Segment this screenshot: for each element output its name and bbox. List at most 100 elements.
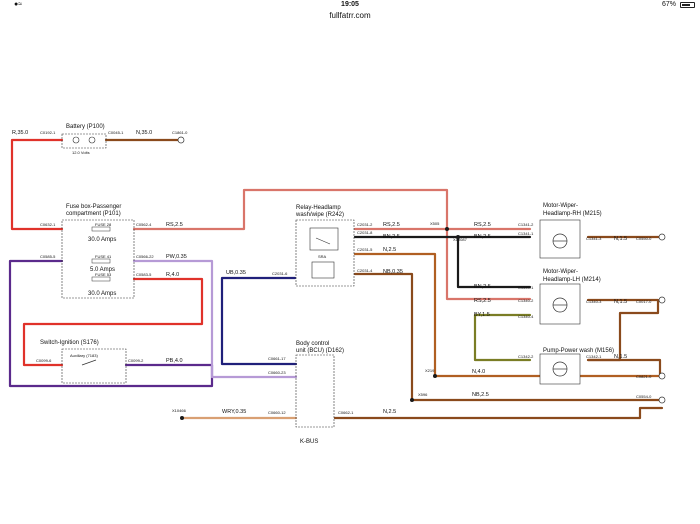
svg-text:Pump-Power wash (M156): Pump-Power wash (M156) [543,348,614,354]
pump-component: Pump-Power wash (M156) C1342-2 C1342-1 [518,348,614,385]
svg-text:C0562-4: C0562-4 [136,222,152,227]
svg-text:C1861-0: C1861-0 [172,130,188,135]
svg-text:R,35.0: R,35.0 [12,130,28,136]
svg-text:C0660-23: C0660-23 [268,370,286,375]
ground-symbol-c1861 [177,136,185,144]
svg-text:Headlamp-RH (M215): Headlamp-RH (M215) [543,211,602,217]
svg-text:C0099-6: C0099-6 [36,358,52,363]
svg-text:N,1.5: N,1.5 [614,299,627,305]
svg-text:BY,1.5: BY,1.5 [474,312,490,318]
status-time: 19:05 [341,1,359,8]
battery-component: Battery (P100) 12.0 Volts C0192-1 C0045-… [40,124,124,155]
svg-text:X10466: X10466 [172,408,187,413]
svg-text:PB,4.0: PB,4.0 [166,358,183,364]
ground-symbol-c0017 [658,296,666,304]
svg-text:12.0 Volts: 12.0 Volts [72,150,90,155]
svg-text:FUSE 28: FUSE 28 [95,222,112,227]
svg-text:C1342-2: C1342-2 [518,354,534,359]
wire-rs25-main [132,188,532,301]
url-text[interactable]: fullfatrr.com [329,11,371,20]
svg-text:C0554-0: C0554-0 [636,394,652,399]
wifi-icon: ●≈ [14,1,23,8]
svg-text:C0821-0: C0821-0 [636,374,652,379]
wire-n15-pump [586,358,662,378]
bcu-component: Body control unit (BCU) (D162) C0661-17 … [268,341,354,445]
svg-text:wash/wipe (R242): wash/wipe (R242) [295,212,344,218]
ground-symbol-c0550 [658,233,666,241]
wire-pw035 [132,259,298,379]
svg-text:R,4.0: R,4.0 [166,272,179,278]
ground-symbol-c0821 [658,372,666,380]
svg-text:30.0 Amps: 30.0 Amps [88,237,116,243]
svg-text:X219: X219 [425,368,435,373]
svg-text:X505: X505 [430,221,440,226]
svg-text:WRY,0.35: WRY,0.35 [222,409,246,415]
svg-text:BN,2.5: BN,2.5 [474,284,491,290]
svg-text:C1341-3: C1341-3 [586,236,602,241]
ignition-switch-component: Switch-Ignition (S176) Auxiliary (7183) … [36,340,144,384]
svg-text:30.0 Amps: 30.0 Amps [88,291,116,297]
svg-text:C1340-3: C1340-3 [586,299,602,304]
svg-text:C1340-1: C1340-1 [518,285,534,290]
svg-text:C0585-5: C0585-5 [40,254,56,259]
svg-text:BN,2.5: BN,2.5 [383,234,400,240]
svg-text:Motor-Wiper-: Motor-Wiper- [543,203,578,209]
address-bar[interactable]: fullfatrr.com [0,9,700,22]
motor-rh-component: Motor-Wiper- Headlamp-RH (M215) C1341-2 … [518,203,602,259]
status-bar: ●≈ 19:05 67% [0,0,700,10]
svg-text:FUSE 53: FUSE 53 [95,272,112,277]
svg-text:5.0 Amps: 5.0 Amps [90,267,115,273]
svg-text:C1341-2: C1341-2 [518,222,534,227]
svg-text:N,2.5: N,2.5 [383,247,396,253]
wire-bn25-down [456,235,532,289]
svg-text:C2031-8: C2031-8 [357,230,373,235]
svg-text:X10087: X10087 [453,237,468,242]
svg-text:Battery (P100): Battery (P100) [66,124,105,130]
svg-text:C1341-1: C1341-1 [518,231,534,236]
svg-text:C0192-1: C0192-1 [40,130,56,135]
svg-text:N,1.5: N,1.5 [614,354,627,360]
svg-text:C0045-1: C0045-1 [108,130,124,135]
svg-text:C2031-6: C2031-6 [272,271,288,276]
svg-text:FUSE 41: FUSE 41 [95,254,112,259]
svg-text:NB,0.35: NB,0.35 [383,269,403,275]
wire-r35 [10,138,64,231]
wire-nb035 [353,272,662,402]
svg-text:C0583-5: C0583-5 [136,272,152,277]
svg-text:UB,0.35: UB,0.35 [226,270,246,276]
svg-text:C0661-17: C0661-17 [268,356,286,361]
svg-text:RS,2.5: RS,2.5 [383,222,400,228]
svg-text:RS,2.5: RS,2.5 [474,298,491,304]
svg-text:C0660-12: C0660-12 [268,410,286,415]
svg-text:unit (BCU) (D162): unit (BCU) (D162) [296,348,344,354]
motor-lh-component: Motor-Wiper- Headlamp-LH (M214) C1340-1 … [518,269,602,325]
svg-text:C0632-1: C0632-1 [40,222,56,227]
svg-text:C0017-0: C0017-0 [636,299,652,304]
relay-component: Relay-Headlamp wash/wipe (R242) SRA C203… [272,205,373,287]
svg-text:N,2.5: N,2.5 [383,409,396,415]
svg-text:C2031-4: C2031-4 [357,268,373,273]
svg-text:K-BUS: K-BUS [300,439,318,445]
svg-text:C0099-2: C0099-2 [128,358,144,363]
ground-symbol-c0554 [658,396,666,404]
wire-r40 [22,277,204,367]
svg-text:Body control: Body control [296,341,329,347]
battery-percent: 67% [661,1,676,8]
svg-text:Auxiliary (7183): Auxiliary (7183) [70,353,98,358]
fuse-box-component: Fuse box-Passenger compartment (P101) C0… [40,204,154,299]
svg-text:PW,0.35: PW,0.35 [166,254,187,260]
svg-text:SRA: SRA [318,254,327,259]
battery-icon [680,2,695,8]
svg-text:X596: X596 [418,392,428,397]
svg-text:RS,2.5: RS,2.5 [474,222,491,228]
svg-text:C1340-2: C1340-2 [518,298,534,303]
svg-text:N,1.5: N,1.5 [614,236,627,242]
svg-text:C2031-2: C2031-2 [357,222,373,227]
wire-n25-bcu [333,406,664,420]
svg-text:C2031-5: C2031-5 [357,247,373,252]
wire-purple [8,259,214,388]
wire-by15 [473,313,532,362]
svg-text:C0550-0: C0550-0 [636,236,652,241]
svg-text:C0566-22: C0566-22 [136,254,154,259]
